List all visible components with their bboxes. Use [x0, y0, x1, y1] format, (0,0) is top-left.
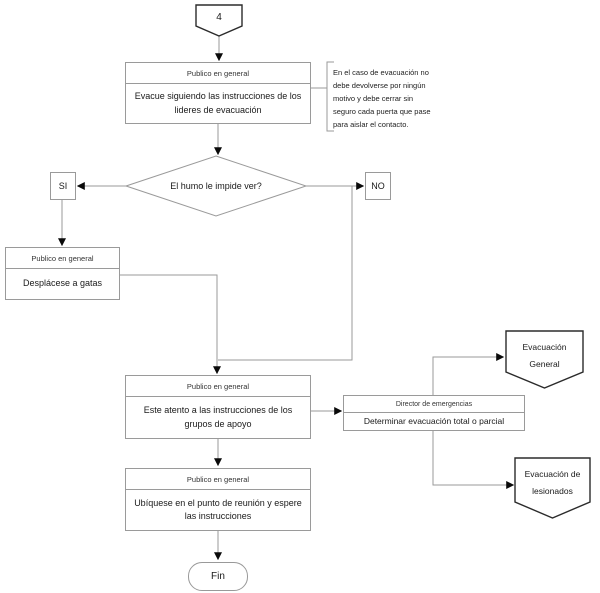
process-box-este-atento-header: Publico en general: [126, 376, 310, 397]
branch-label-no: NO: [365, 172, 391, 200]
process-box-desplacese-body: Desplácese a gatas: [22, 278, 103, 289]
process-box-director-body: Determinar evacuación total o parcial: [363, 416, 505, 427]
offpage-evac-general-label: Evacuación General: [506, 339, 583, 373]
offpage-evac-lesionados-shape: [514, 457, 591, 519]
process-box-desplacese: Publico en general Desplácese a gatas: [5, 247, 120, 300]
process-box-desplacese-header: Publico en general: [6, 248, 119, 269]
terminator-fin: Fin: [188, 562, 248, 591]
note-bracket: [326, 61, 334, 132]
offpage-evac-lesionados-label: Evacuación de lesionados: [515, 466, 590, 500]
offpage-evac-general-line1: Evacuación: [522, 342, 567, 352]
process-box-este-atento-body: Este atento a las instrucciones de los g…: [143, 405, 293, 429]
offpage-evac-lesionados-line1: Evacuación de: [524, 469, 581, 479]
note-annotation-text: En el caso de evacuación no debe devolve…: [333, 68, 431, 129]
decision-diamond-shape: [124, 155, 308, 217]
process-box-ubiquese: Publico en general Ubíquese en el punto …: [125, 468, 311, 531]
process-box-evacue-header: Publico en general: [126, 63, 310, 84]
process-box-evacue-body: Evacue siguiendo las instrucciones de lo…: [134, 91, 302, 115]
line-no-branch-to-este-atento: [218, 186, 353, 361]
arrow-director-to-evac-lesionados: [432, 431, 515, 489]
process-box-ubiquese-body: Ubíquese en el punto de reunión y espere…: [134, 497, 302, 522]
offpage-evac-general-shape: [505, 330, 584, 389]
process-box-ubiquese-header: Publico en general: [126, 469, 310, 490]
offpage-evac-general-line2: General: [529, 359, 560, 369]
process-box-director-header: Director de emergencias: [344, 396, 524, 413]
offpage-connector-4-shape: [195, 4, 243, 37]
branch-label-si: SI: [50, 172, 76, 200]
process-box-este-atento: Publico en general Este atento a las ins…: [125, 375, 311, 439]
offpage-connector-4-label: 4: [216, 11, 222, 23]
arrow-director-to-evac-general: [432, 353, 505, 395]
arrow-desplacese-to-este-atento: [120, 274, 221, 375]
process-box-director: Director de emergencias Determinar evacu…: [343, 395, 525, 431]
decision-diamond-label: El humo le impide ver?: [170, 181, 262, 191]
process-box-evacue: Publico en general Evacue siguiendo las …: [125, 62, 311, 124]
offpage-evac-lesionados-line2: lesionados: [532, 486, 573, 496]
